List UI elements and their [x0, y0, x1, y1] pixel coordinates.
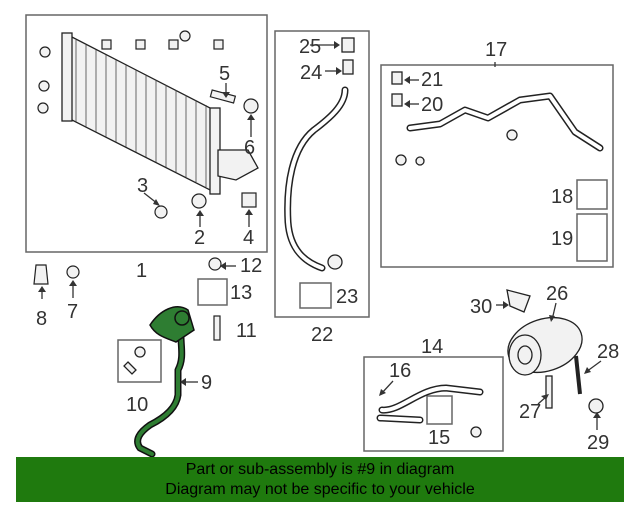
callout-30: 30	[470, 296, 492, 318]
condenser	[61, 32, 259, 195]
callout-9: 9	[201, 372, 212, 394]
highlighted-hose-assembly-9	[134, 306, 195, 458]
callout-8: 8	[36, 308, 47, 330]
seal-box-19	[576, 213, 608, 262]
hose-group-box	[363, 356, 504, 452]
callout-23: 23	[336, 286, 358, 308]
bolt-icons	[33, 30, 259, 341]
callout-3: 3	[137, 175, 148, 197]
callout-25: 25	[299, 36, 321, 58]
callout-22: 22	[311, 324, 333, 346]
callout-18: 18	[551, 186, 573, 208]
callout-19: 19	[551, 228, 573, 250]
info-banner: Part or sub-assembly is #9 in diagram Di…	[16, 457, 624, 502]
suction-line	[284, 37, 355, 272]
callout-14: 14	[421, 336, 443, 358]
callout-10: 10	[126, 394, 148, 416]
gasket-box-23	[299, 282, 332, 309]
callout-15: 15	[428, 427, 450, 449]
callout-numbers: 1 2 3 4 5 6 7 8 9 10 11 12 13 14 15 16 1…	[36, 36, 619, 454]
liquid-hose	[123, 346, 484, 438]
callout-1: 1	[136, 260, 147, 282]
banner-line-disclaimer: Diagram may not be specific to your vehi…	[165, 481, 475, 498]
callout-6: 6	[244, 137, 255, 159]
callout-27: 27	[519, 401, 541, 423]
callout-13: 13	[230, 282, 252, 304]
gasket-box-13	[197, 278, 228, 306]
callout-17: 17	[485, 39, 507, 61]
suction-line-group-box	[274, 30, 370, 318]
callout-7: 7	[67, 301, 78, 323]
gasket-box-18	[576, 179, 608, 210]
banner-line-part-number: Part or sub-assembly is #9 in diagram	[185, 461, 455, 478]
callout-11: 11	[236, 320, 257, 342]
callout-4: 4	[243, 227, 254, 249]
leader-arrows	[38, 41, 601, 418]
condenser-group-box	[25, 14, 268, 253]
callout-16: 16	[389, 360, 411, 382]
gasket-box-15	[426, 395, 453, 425]
bracket-box-10	[117, 339, 162, 383]
manifold-group-box	[380, 64, 614, 268]
callout-12: 12	[240, 255, 262, 277]
callout-21: 21	[421, 69, 443, 91]
callout-5: 5	[219, 63, 230, 85]
compressor	[506, 289, 604, 414]
callout-26: 26	[546, 283, 568, 305]
callout-24: 24	[300, 62, 322, 84]
manifold-line	[391, 71, 604, 166]
callout-29: 29	[587, 432, 609, 454]
callout-28: 28	[597, 341, 619, 363]
callout-2: 2	[194, 227, 205, 249]
callout-20: 20	[421, 94, 443, 116]
